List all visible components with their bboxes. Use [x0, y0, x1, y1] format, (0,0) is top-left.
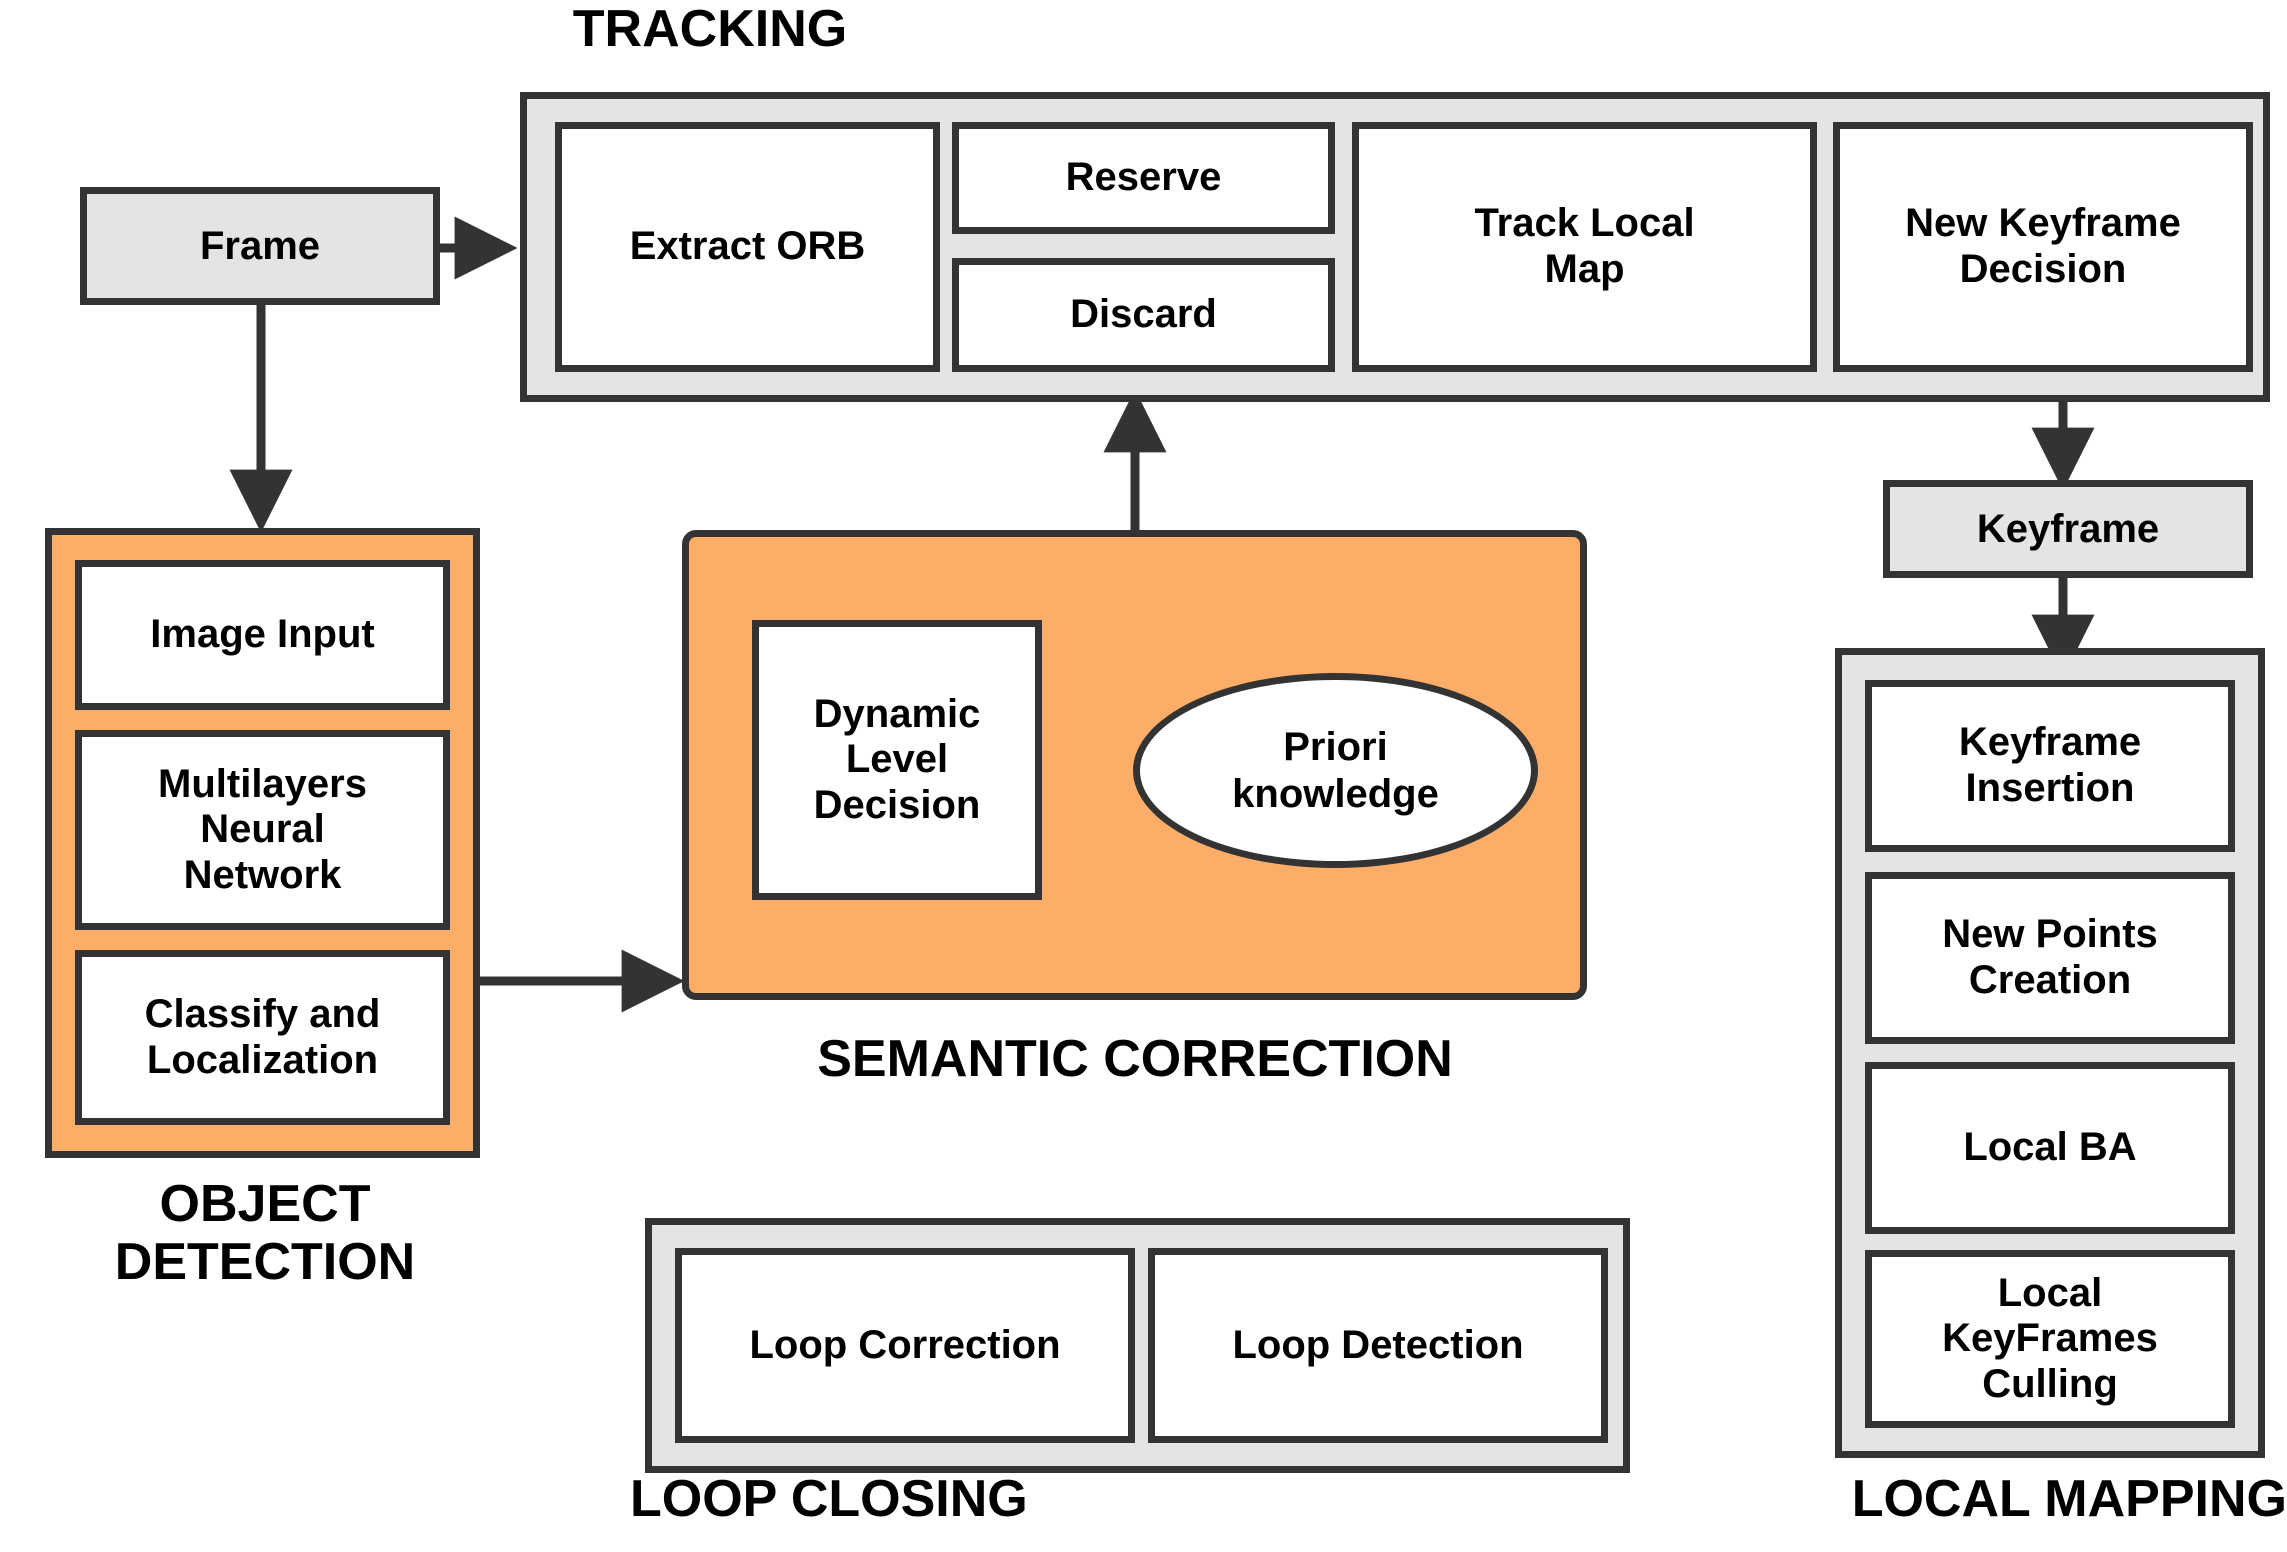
local-mapping-box-local-ba[interactable]: Local BA: [1865, 1062, 2235, 1234]
tracking-box-reserve[interactable]: Reserve: [952, 122, 1335, 234]
tracking-box-track-local-map[interactable]: Track Local Map: [1352, 122, 1817, 372]
local-mapping-box-local-keyframes-culling[interactable]: Local KeyFrames Culling: [1865, 1250, 2235, 1428]
semantic-correction-ellipse-priori-knowledge[interactable]: Priori knowledge: [1133, 673, 1538, 868]
section-label-loop-closing: LOOP CLOSING: [630, 1470, 1028, 1528]
node-frame[interactable]: Frame: [80, 187, 440, 305]
local-mapping-box-keyframe-insertion[interactable]: Keyframe Insertion: [1865, 680, 2235, 852]
local-mapping-box-new-points-creation[interactable]: New Points Creation: [1865, 872, 2235, 1044]
object-detection-box-classify-and-localization[interactable]: Classify and Localization: [75, 950, 450, 1125]
tracking-box-discard[interactable]: Discard: [952, 258, 1335, 372]
loop-closing-box-loop-detection[interactable]: Loop Detection: [1148, 1248, 1608, 1443]
node-keyframe[interactable]: Keyframe: [1883, 480, 2253, 578]
object-detection-box-image-input[interactable]: Image Input: [75, 560, 450, 710]
section-label-semantic-correction: SEMANTIC CORRECTION: [817, 1030, 1453, 1088]
section-label-object-detection: OBJECT DETECTION: [114, 1175, 416, 1292]
object-detection-box-multilayers-neural-network[interactable]: Multilayers Neural Network: [75, 730, 450, 930]
tracking-box-new-keyframe-decision[interactable]: New Keyframe Decision: [1833, 122, 2253, 372]
section-label-tracking: TRACKING: [572, 0, 848, 58]
semantic-correction-box-dynamic-level-decision[interactable]: Dynamic Level Decision: [752, 620, 1042, 900]
tracking-box-extract-orb[interactable]: Extract ORB: [555, 122, 940, 372]
loop-closing-box-loop-correction[interactable]: Loop Correction: [675, 1248, 1135, 1443]
section-label-local-mapping: LOCAL MAPPING: [1851, 1470, 2287, 1528]
